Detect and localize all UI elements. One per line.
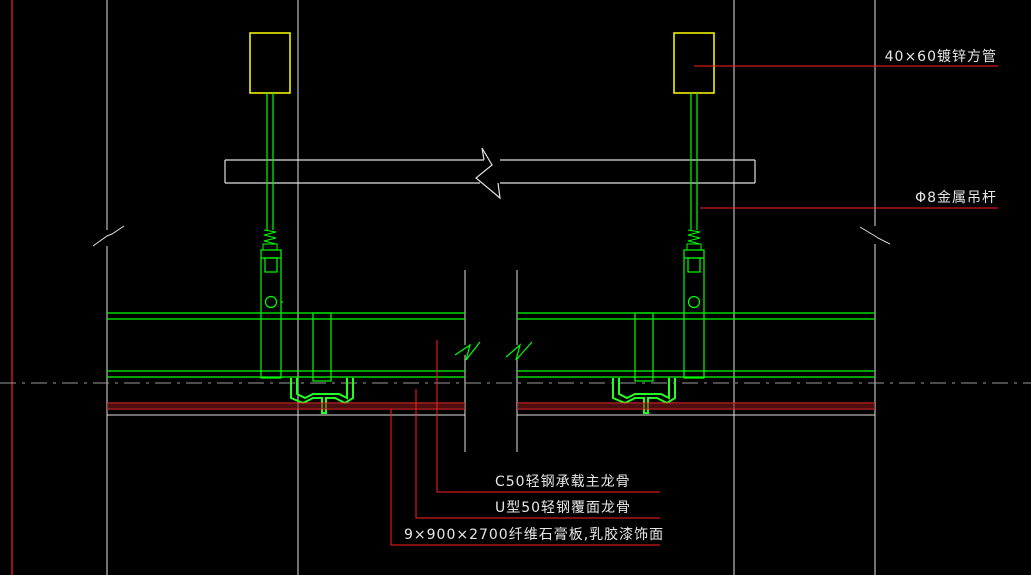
spring-nuts	[262, 229, 702, 251]
square-tube-left	[249, 32, 291, 94]
structure-grid	[106, 0, 876, 575]
label-hanger-rod: Φ8金属吊杆	[915, 190, 997, 206]
wall-break-marks	[92, 225, 891, 247]
leader-lines	[390, 65, 998, 546]
keel-connectors	[312, 312, 654, 382]
c50-main-keel	[107, 312, 875, 378]
label-cover-keel: U型50轻钢覆面龙骨	[495, 500, 631, 516]
steel-beam	[224, 147, 756, 200]
label-square-tube: 40×60镀锌方管	[885, 48, 997, 65]
u50-cover-keel	[290, 378, 676, 414]
hanger-clip-right	[683, 249, 705, 379]
hanger-rods	[266, 93, 698, 230]
square-tube-right	[673, 32, 715, 94]
board-hatch-right	[517, 403, 875, 409]
label-main-keel: C50轻钢承载主龙骨	[495, 474, 631, 490]
board-hatch-left	[107, 403, 465, 409]
hanger-clip-left	[260, 249, 283, 379]
label-board: 9×900×2700纤维石膏板,乳胶漆饰面	[404, 526, 664, 543]
